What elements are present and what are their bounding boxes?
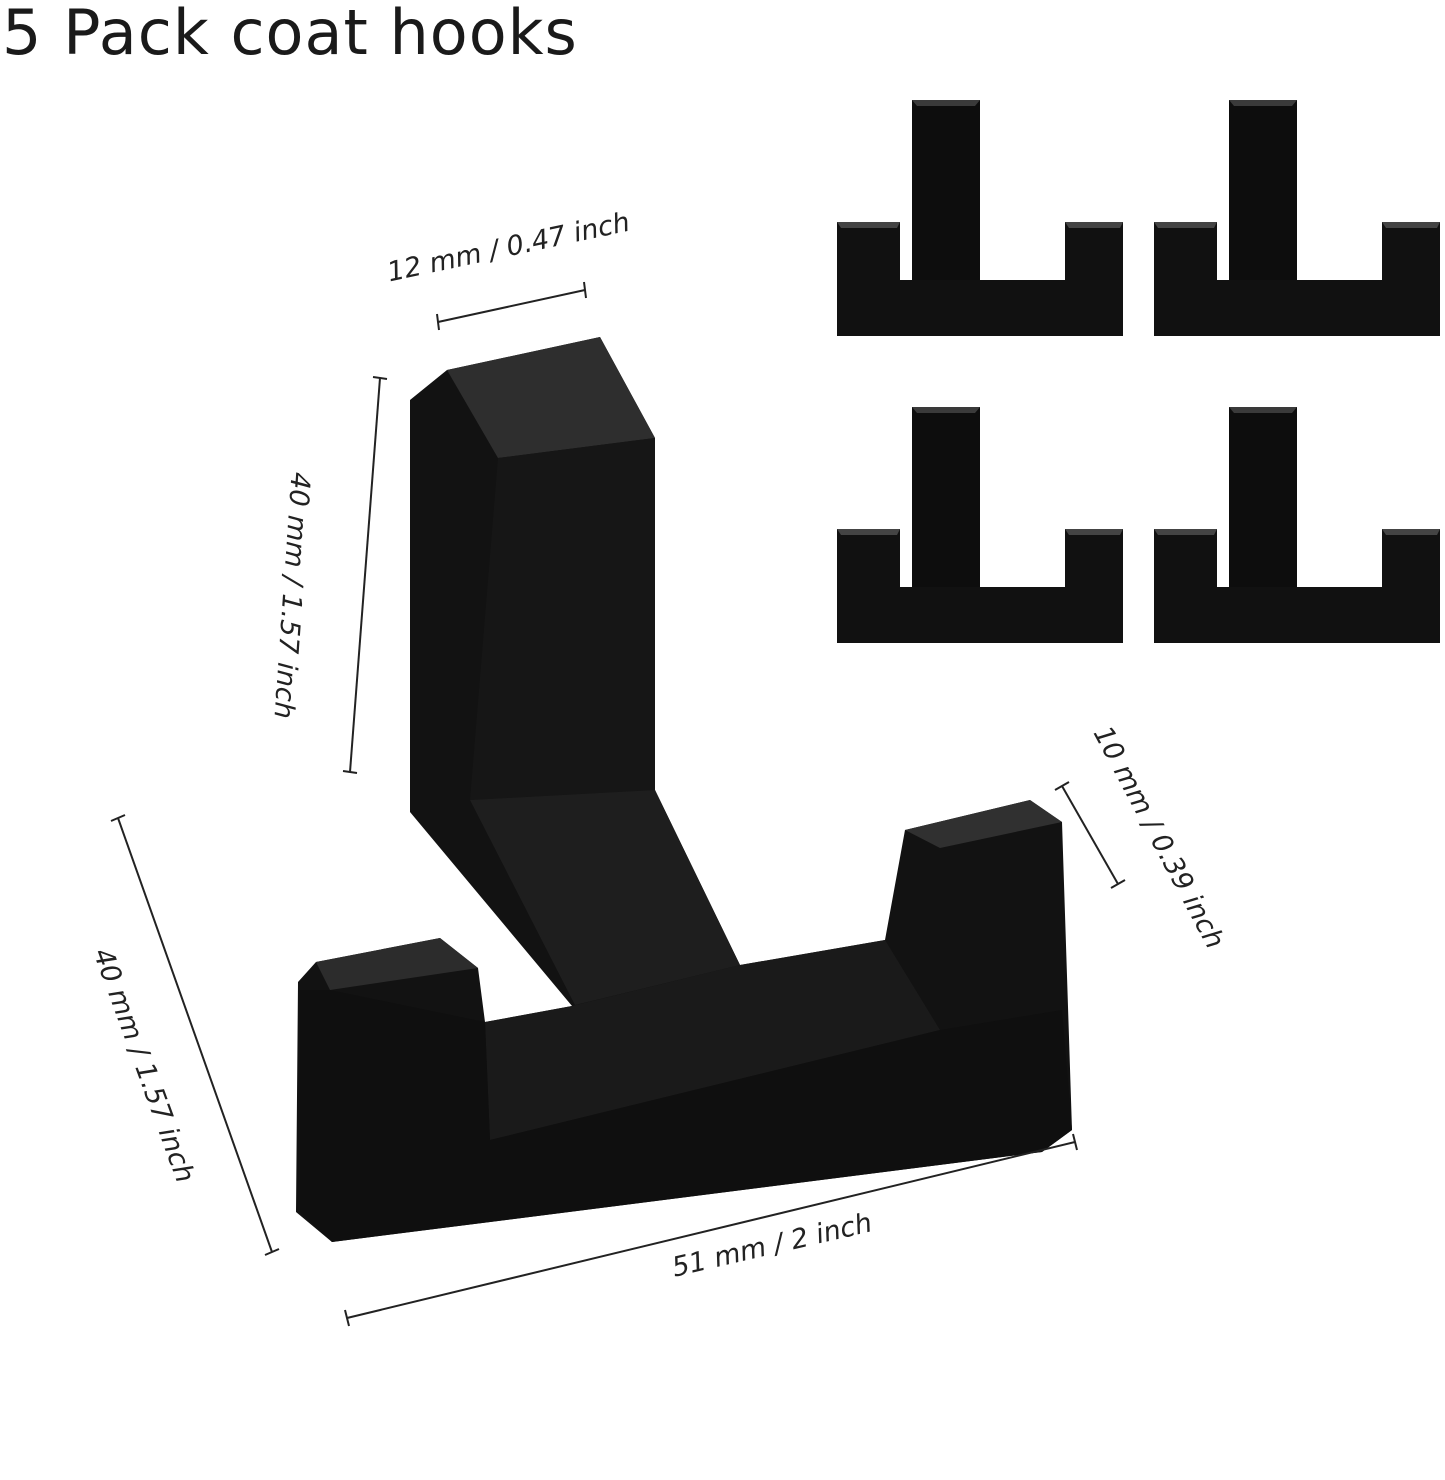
page-title: 5 Pack coat hooks	[2, 0, 578, 69]
small-hook-1	[837, 100, 1123, 336]
main-hook	[296, 337, 1072, 1242]
small-hook-2	[1154, 100, 1440, 336]
small-hook-4	[1154, 407, 1440, 643]
dimension-lines	[110, 281, 1126, 1327]
small-hook-3	[837, 407, 1123, 643]
